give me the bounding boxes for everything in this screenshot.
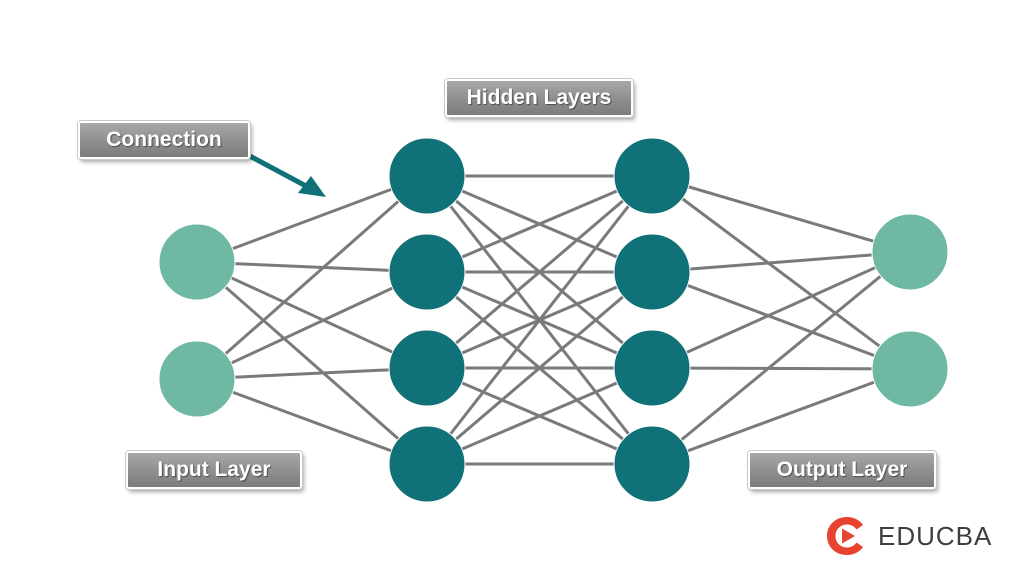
connection-arrow-icon: [243, 151, 326, 197]
output-neuron: [871, 213, 949, 291]
connection-line: [196, 377, 428, 466]
hidden-2-neuron: [613, 137, 691, 215]
connection-line: [426, 270, 653, 466]
connection-line: [196, 260, 428, 370]
hidden-layers-label: Hidden Layers: [445, 79, 633, 117]
connection-line: [426, 174, 653, 274]
connection-line: [651, 366, 911, 371]
connection-line: [651, 174, 911, 371]
output-neuron: [871, 330, 949, 408]
connection-line: [651, 270, 911, 371]
educba-logo: EDUCBA: [824, 514, 992, 558]
hidden-2-neuron: [613, 233, 691, 311]
hidden-1-neuron: [388, 425, 466, 503]
connection-line: [196, 270, 428, 381]
connection-line: [196, 260, 428, 466]
connections: [196, 174, 911, 466]
connection-line: [196, 174, 428, 264]
connection-label: Connection: [78, 121, 250, 159]
output-layer-label: Output Layer: [748, 451, 936, 489]
connection-line: [651, 250, 911, 274]
hidden-2-neuron: [613, 329, 691, 407]
hidden-1-neuron: [388, 137, 466, 215]
input-neuron: [158, 340, 236, 418]
input-neuron: [158, 223, 236, 301]
connection-line: [196, 174, 428, 381]
connection-line: [426, 366, 653, 466]
hidden-1-neuron: [388, 233, 466, 311]
connection-line: [651, 367, 911, 466]
connection-line: [651, 250, 911, 370]
educba-logo-icon: [827, 517, 863, 555]
connection-line: [651, 174, 911, 254]
connection-line: [425, 175, 654, 465]
neurons: [158, 137, 949, 503]
connection-line: [651, 250, 911, 466]
educba-logo-text: EDUCBA: [878, 520, 993, 551]
hidden-2-neuron: [613, 425, 691, 503]
connection-line: [426, 174, 653, 370]
hidden-1-neuron: [388, 329, 466, 407]
input-layer-label: Input Layer: [126, 451, 302, 489]
